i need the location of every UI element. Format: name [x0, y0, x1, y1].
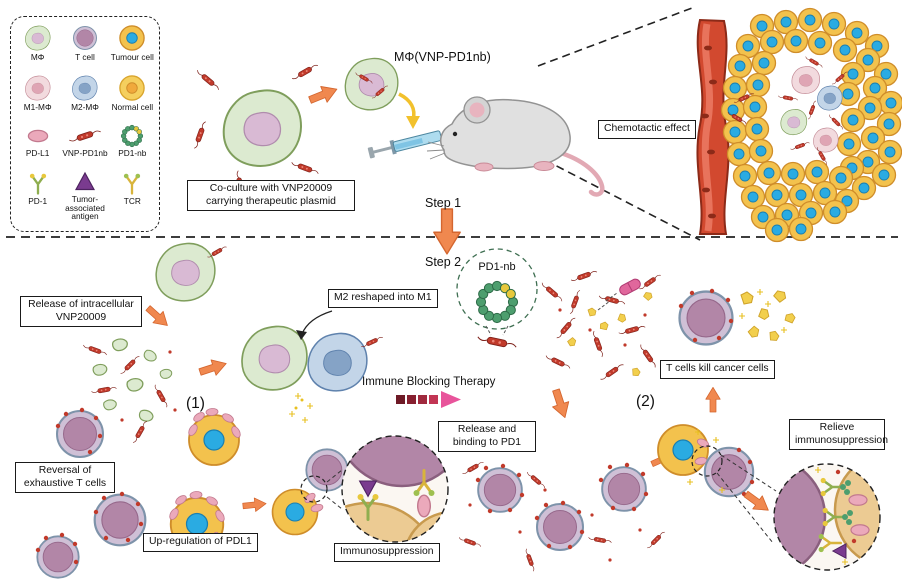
legend-item-normal-cell: Normal cell — [109, 74, 156, 124]
m2-to-m1-scene — [241, 310, 384, 424]
label-path-1: (1) — [186, 395, 205, 412]
label-step1: Step 1 — [425, 196, 462, 210]
interface-zoom-marker — [300, 475, 328, 503]
legend-label: PD-L1 — [25, 148, 50, 158]
release-scene — [76, 242, 230, 445]
interface-zoom-marker — [691, 445, 723, 477]
label-reversal-t-cells: Reversal of exhaustive T cells — [15, 462, 115, 494]
legend-label: VNP-PD1nb — [62, 148, 108, 158]
legend-item-tumour-cell: Tumour cell — [109, 24, 156, 74]
t-cell — [703, 446, 755, 498]
arrow-to-m1 — [197, 355, 230, 381]
vnp-bacterium — [476, 334, 518, 350]
mouse — [426, 96, 605, 197]
label-immune-blocking-therapy: Immune Blocking Therapy — [362, 376, 496, 388]
legend-item-m2-macrophage: M2-MΦ — [61, 74, 108, 124]
injection-arrow — [398, 92, 420, 129]
legend-label: PD1-nb — [118, 148, 147, 158]
legend-label: MΦ — [30, 52, 45, 62]
legend-label: PD-1 — [28, 196, 48, 206]
legend-item-tumor-antigen: Tumor-associated antigen — [61, 170, 108, 234]
legend-item-pd-l1: PD-L1 — [14, 124, 61, 170]
m1-macrophage-icon — [24, 75, 51, 101]
label-step2: Step 2 — [425, 255, 462, 269]
t-cell-icon — [72, 26, 97, 50]
macrophage-cell — [155, 242, 216, 302]
tcr-receptor-icon — [123, 172, 142, 195]
m2-macrophage-icon — [72, 75, 98, 101]
pd1-nanobody-chain-icon — [121, 124, 144, 148]
legend-item-tcr: TCR — [109, 170, 156, 234]
macrophage-cell — [222, 89, 302, 167]
tumor-tissue-panel — [696, 7, 902, 243]
legend-label: M2-MΦ — [71, 102, 99, 112]
macrophage-icon — [24, 25, 51, 51]
label-m2-reshaped: M2 reshaped into M1 — [328, 289, 438, 308]
label-path-2: (2) — [636, 393, 655, 410]
tumour-cell-icon — [119, 25, 146, 51]
arrow-to-binding — [547, 386, 574, 421]
m1-macrophage-cell — [241, 325, 308, 391]
mouse-whiskers — [426, 141, 446, 160]
legend-item-macrophage: MΦ — [14, 24, 61, 74]
relieve-zoom — [773, 463, 881, 571]
mouse-eye — [452, 131, 458, 137]
vnp-pd1nb-bacterium-icon — [68, 127, 102, 145]
tumour-cell-mass — [720, 7, 902, 243]
suppressed-engagement-scene — [271, 448, 349, 536]
blood-vessel — [696, 18, 730, 235]
label-immunosuppression: Immunosuppression — [334, 543, 440, 562]
label-mphi-vnp: MΦ(VNP-PD1nb) — [394, 50, 491, 64]
t-cell-killing-scene — [678, 288, 798, 346]
legend-item-m1-macrophage: M1-MΦ — [14, 74, 61, 124]
reversal-t-cells — [35, 407, 147, 579]
label-chemotactic-effect: Chemotactic effect — [598, 120, 696, 139]
dashed-dividers — [6, 7, 898, 241]
pd1-receptor-icon — [28, 172, 47, 195]
pd-l1-icon — [27, 129, 48, 143]
label-pd1-nb: PD1-nb — [478, 261, 516, 273]
pd1nb-magnifier — [456, 248, 538, 350]
legend-label: T cell — [75, 52, 95, 62]
therapeutic-capsule — [619, 278, 641, 296]
label-release-vnp: Release of intracellular VNP20009 — [20, 296, 142, 328]
step-arrow — [433, 208, 461, 255]
legend-item-t-cell: T cell — [61, 24, 108, 74]
legend-label: Tumor-associated antigen — [65, 194, 105, 222]
normal-cell-icon — [119, 75, 146, 101]
mouse-body — [439, 98, 571, 170]
lysed-macrophage-fragments — [76, 338, 177, 445]
mouse-tail — [555, 149, 605, 197]
legend-label: Normal cell — [111, 102, 154, 112]
m1-sparkles — [288, 392, 314, 424]
arrow-to-loaded-macrophage — [306, 80, 341, 109]
co-culture-scene — [192, 57, 399, 200]
arrow-to-relieve-zoom — [740, 487, 774, 518]
arrow-release — [142, 301, 173, 332]
loaded-macrophage-cell — [344, 57, 399, 111]
label-upregulation-pdl1: Up-regulation of PDL1 — [143, 533, 258, 552]
immune-blocking-gradient-arrow — [396, 391, 461, 408]
tumor-associated-antigen-icon — [75, 172, 95, 191]
pdl1-upregulation-scene — [167, 407, 268, 552]
pointer-arrow — [301, 310, 333, 335]
arrow-to-kill-scene — [705, 386, 721, 413]
m2-macrophage-cell — [307, 332, 368, 392]
label-co-culture: Co-culture with VNP20009 carrying therap… — [187, 180, 355, 212]
nanobody-bound-t-cells — [458, 460, 666, 572]
legend-item-pd1-nb: PD1-nb — [109, 124, 156, 170]
legend-item-pd-1: PD-1 — [14, 170, 61, 234]
legend-label: TCR — [123, 196, 141, 206]
arrow-to-suppression — [241, 496, 268, 514]
label-relieve-immunosuppression: Relieve immunosuppression — [789, 419, 888, 451]
legend-label: M1-MΦ — [23, 102, 52, 112]
legend-label: Tumour cell — [110, 52, 154, 62]
legend-item-vnp-pd1nb: VNP-PD1nb — [61, 124, 108, 170]
legend-box: MΦ T cell Tumour cell M1-MΦ M2-MΦ Normal… — [10, 16, 160, 232]
label-release-binding: Release and binding to PD1 — [438, 421, 536, 453]
released-bacteria-field — [539, 268, 662, 382]
label-t-cells-kill: T cells kill cancer cells — [660, 360, 775, 379]
relieved-engagement-scene — [657, 424, 777, 544]
